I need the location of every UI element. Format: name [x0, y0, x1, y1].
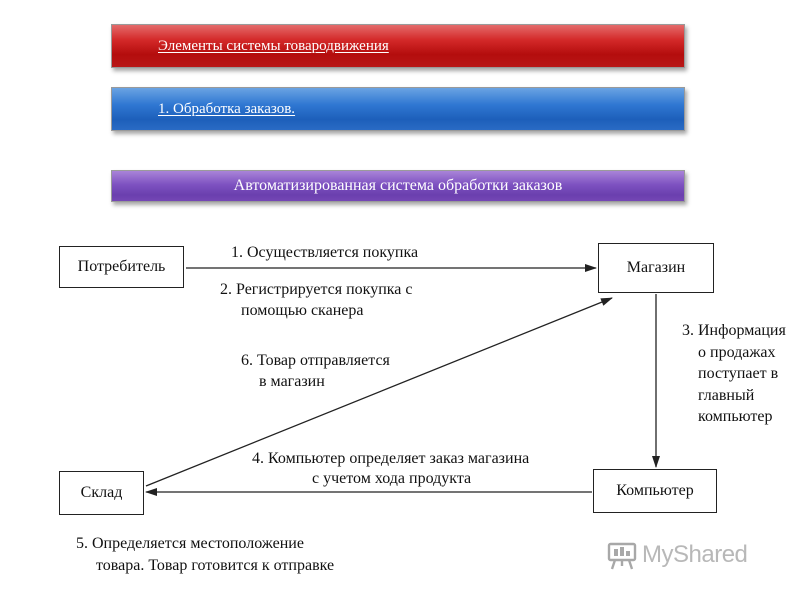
node-warehouse-label: Склад — [80, 484, 123, 501]
arrow-warehouse-to-store — [145, 297, 613, 487]
step2-line2: помощью сканера — [241, 302, 364, 319]
step3-line4: главный — [698, 386, 755, 404]
node-computer: Компьютер — [593, 469, 717, 513]
step3-label: 3. Информация о продажах поступает в гла… — [682, 320, 786, 428]
node-warehouse: Склад — [59, 471, 144, 515]
section-banner: 1. Обработка заказов. — [111, 87, 685, 131]
subtitle-banner: Автоматизированная система обработки зак… — [111, 170, 685, 202]
step6-line1: 6. Товар отправляется — [241, 352, 390, 369]
node-computer-label: Компьютер — [616, 482, 694, 499]
step2-label: 2. Регистрируется покупка с помощью скан… — [220, 279, 413, 321]
title-banner: Элементы системы товародвижения — [111, 24, 685, 68]
node-consumer: Потребитель — [59, 246, 184, 288]
step4-line2: с учетом хода продукта — [312, 470, 472, 487]
node-store: Магазин — [598, 243, 714, 293]
step3-line3: поступает в — [698, 365, 779, 382]
step3-line5: компьютер — [698, 408, 773, 425]
step5-line1: 5. Определяется местоположение — [76, 535, 304, 552]
title-text: Элементы системы товародвижения — [158, 37, 389, 54]
node-store-label: Магазин — [626, 259, 686, 276]
step5-label: 5. Определяется местоположение товара. Т… — [76, 533, 334, 577]
step3-line2: о продажах — [698, 343, 776, 361]
step6-label: 6. Товар отправляется в магазин — [241, 350, 390, 392]
node-consumer-label: Потребитель — [77, 258, 166, 275]
step2-line1: 2. Регистрируется покупка с — [220, 281, 413, 298]
step5-line2: товара. Товар готовится к отправке — [96, 557, 335, 574]
presentation-board-icon — [607, 542, 637, 570]
step6-line2: в магазин — [259, 373, 325, 390]
step4-line1: 4. Компьютер определяет заказ магазина — [252, 450, 530, 467]
watermark-text: MyShared — [642, 541, 748, 568]
step1-line1: 1. Осуществляется покупка — [231, 244, 419, 261]
section-text: 1. Обработка заказов. — [158, 100, 296, 117]
watermark: MyShared — [606, 535, 776, 575]
step4-label: 4. Компьютер определяет заказ магазина с… — [252, 449, 529, 489]
step1-label: 1. Осуществляется покупка — [231, 242, 418, 263]
step3-line1: 3. Информация — [682, 322, 786, 339]
subtitle-text: Автоматизированная система обработки зак… — [233, 177, 563, 194]
